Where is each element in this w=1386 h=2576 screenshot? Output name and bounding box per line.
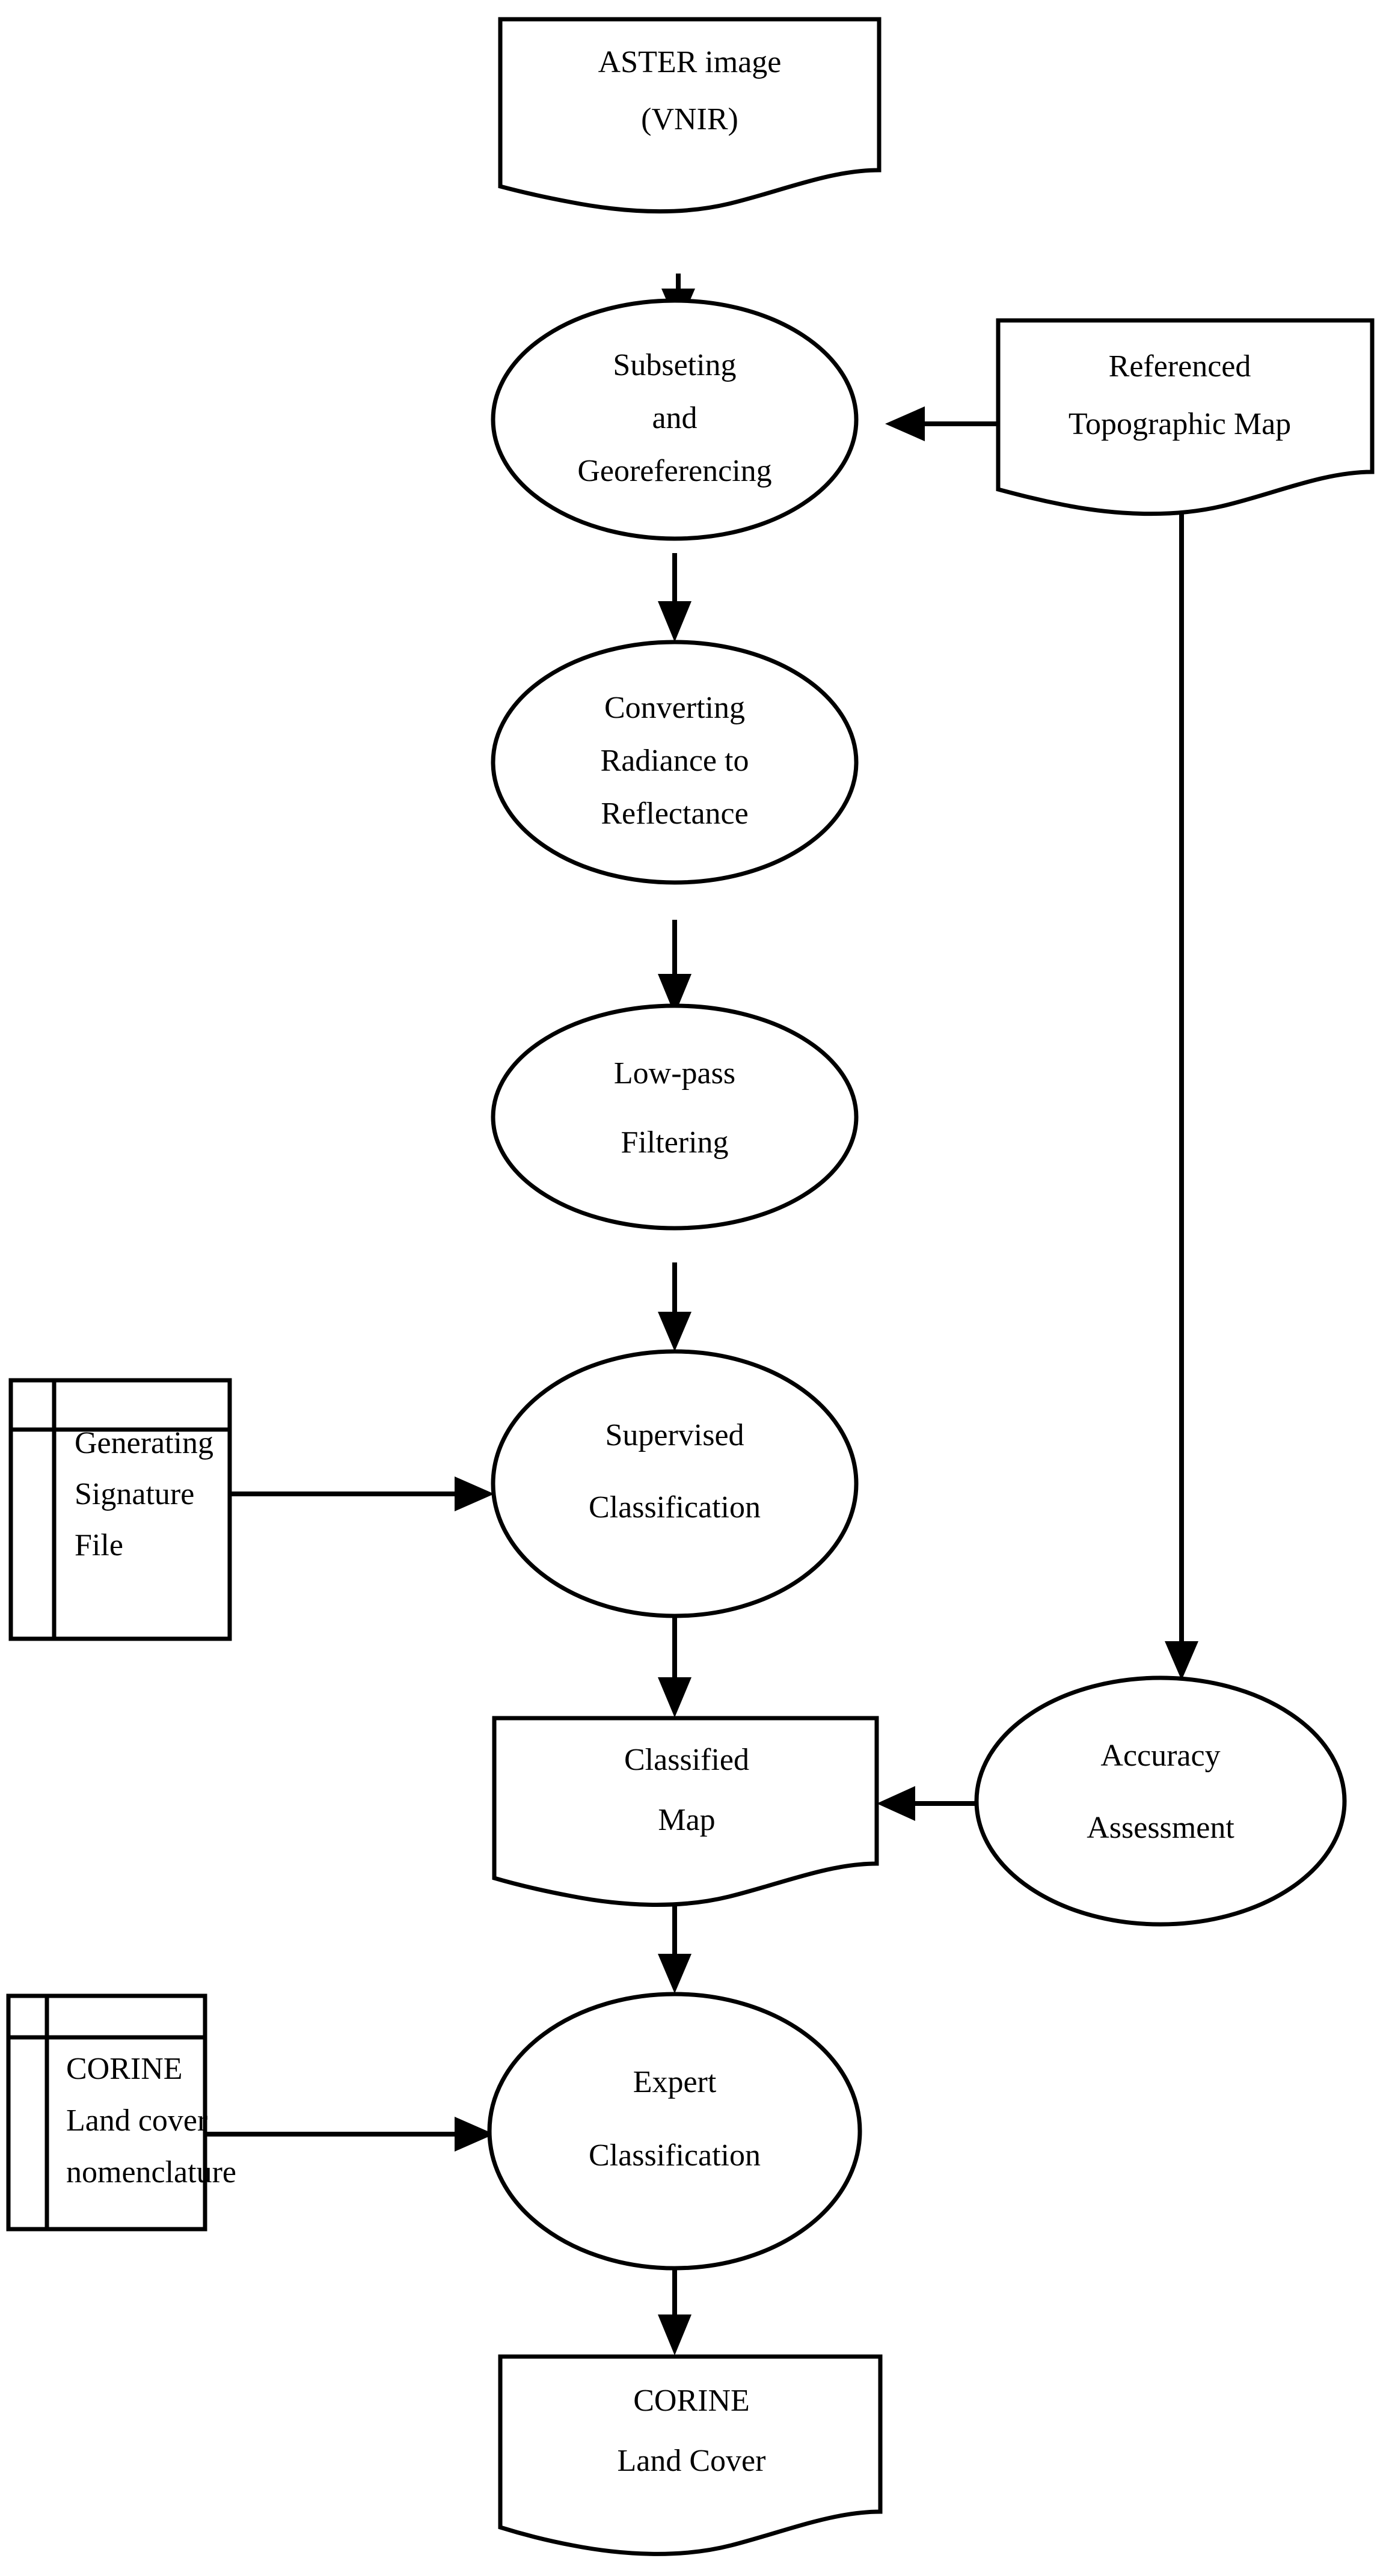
connector-accuracy-to-classified: [877, 1786, 977, 1821]
subsetting-line1: Subseting: [613, 348, 736, 382]
document-shape-corine-land-cover: [498, 2354, 883, 2556]
converting-line1: Converting: [604, 691, 745, 725]
classified-map-line2: Map: [658, 1803, 715, 1837]
ellipse-shape-accuracy: [974, 1675, 1347, 1927]
ellipse-shape-expert: [487, 1992, 862, 2271]
document-shape-aster: [498, 17, 882, 214]
aster-image-line2: (VNIR): [641, 102, 738, 136]
node-signature-file[interactable]: Generating Signature File: [8, 1378, 232, 1641]
connector-supervised-to-classified: [658, 1617, 691, 1718]
table-shape-corine-nomenclature: [6, 1993, 207, 2232]
connector-corine-nomenclature-to-expert: [206, 2117, 494, 2152]
connector-topomap-to-accuracy: [1165, 492, 1198, 1680]
subsetting-line2: and: [652, 401, 697, 435]
subsetting-line3: Georeferencing: [577, 454, 771, 488]
corine-nomenclature-line2: Land cover: [66, 2103, 207, 2138]
corine-land-cover-line2: Land Cover: [618, 2444, 766, 2478]
corine-nomenclature-line3: nomenclature: [66, 2155, 236, 2189]
node-corine-nomenclature[interactable]: CORINE Land cover nomenclature: [6, 1993, 236, 2232]
connector-topomap-to-subsetting: [885, 406, 998, 441]
expert-line2: Classification: [589, 2138, 761, 2173]
corine-nomenclature-line1: CORINE: [66, 2052, 183, 2086]
topographic-map-line1: Referenced: [1109, 349, 1251, 384]
node-classified-map[interactable]: Classified Map: [492, 1716, 879, 1907]
converting-line2: Radiance to: [601, 744, 749, 778]
ellipse-shape-subsetting: [491, 298, 859, 541]
signature-file-line2: Signature: [75, 1477, 194, 1511]
aster-image-line1: ASTER image: [598, 45, 782, 79]
node-accuracy[interactable]: Accuracy Assessment: [974, 1675, 1347, 1927]
connector-lowpass-to-supervised: [658, 1262, 691, 1351]
node-expert[interactable]: Expert Classification: [487, 1992, 862, 2271]
accuracy-line1: Accuracy: [1100, 1739, 1220, 1773]
node-converting[interactable]: Converting Radiance to Reflectance: [491, 640, 859, 885]
connector-subsetting-to-converting: [658, 553, 691, 642]
classified-map-line1: Classified: [624, 1743, 749, 1777]
low-pass-line1: Low-pass: [614, 1056, 735, 1091]
supervised-line2: Classification: [589, 1490, 761, 1525]
node-aster-image[interactable]: ASTER image (VNIR): [498, 17, 882, 214]
ellipse-shape-low-pass: [491, 1003, 859, 1231]
low-pass-line2: Filtering: [621, 1125, 728, 1160]
node-topographic-map[interactable]: Referenced Topographic Map: [996, 318, 1375, 516]
node-supervised[interactable]: Supervised Classification: [491, 1349, 859, 1618]
connector-converting-to-lowpass: [658, 920, 691, 1015]
signature-file-line1: Generating: [75, 1426, 213, 1460]
table-shape-signature-file: [8, 1378, 232, 1641]
ellipse-shape-converting: [491, 640, 859, 885]
connector-signature-to-supervised: [230, 1476, 494, 1511]
supervised-line1: Supervised: [605, 1418, 744, 1452]
connector-expert-to-corine-landcover: [658, 2266, 691, 2355]
node-corine-land-cover[interactable]: CORINE Land Cover: [498, 2354, 883, 2556]
corine-land-cover-line1: CORINE: [633, 2384, 750, 2418]
topographic-map-line2: Topographic Map: [1069, 407, 1291, 441]
accuracy-line2: Assessment: [1087, 1811, 1234, 1845]
signature-file-line3: File: [75, 1528, 123, 1562]
ellipse-shape-supervised: [491, 1349, 859, 1618]
node-subsetting[interactable]: Subseting and Georeferencing: [491, 298, 859, 541]
converting-line3: Reflectance: [601, 797, 748, 831]
document-shape-topographic-map: [996, 318, 1375, 516]
expert-line1: Expert: [633, 2065, 717, 2099]
document-shape-classified-map: [492, 1716, 879, 1907]
node-low-pass[interactable]: Low-pass Filtering: [491, 1003, 859, 1231]
